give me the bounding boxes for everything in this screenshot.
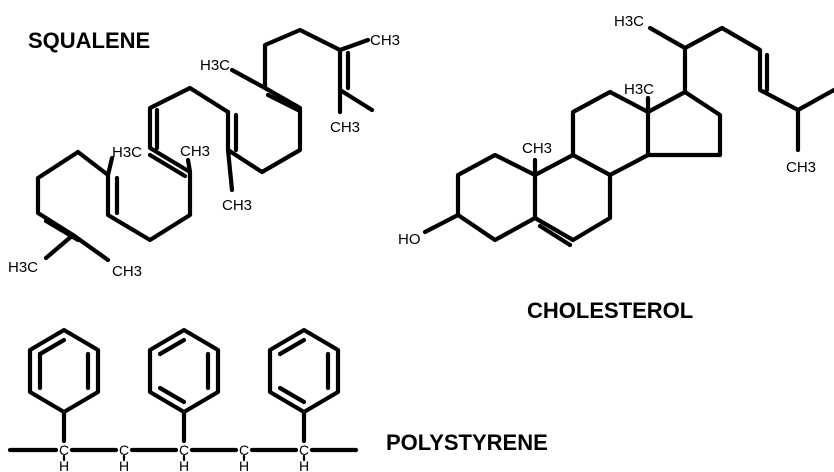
polystyrene-carbon-3: C	[179, 442, 189, 458]
polystyrene-hydrogen-4: H	[239, 458, 249, 472]
cholesterol-double-bond	[537, 223, 573, 248]
cholesterol-side-chain	[682, 25, 801, 113]
cholesterol-methyl-3: H3C	[614, 13, 644, 30]
squalene-bond-methyl-1	[43, 232, 76, 261]
squalene-bond-methyl-3	[105, 155, 115, 178]
cholesterol-side-terminal	[795, 87, 834, 113]
polystyrene-structure: C C C C C H H H H H	[7, 327, 548, 472]
squalene-methyl-4: CH3	[180, 143, 210, 160]
polystyrene-carbon-2: C	[119, 442, 129, 458]
cholesterol-title: CHOLESTEROL	[527, 298, 693, 323]
squalene-methyl-5: CH3	[222, 197, 252, 214]
cholesterol-methyl-2: H3C	[624, 81, 654, 98]
phenyl-ring-2	[147, 327, 221, 444]
cholesterol-ring-d	[645, 89, 723, 158]
squalene-double-1	[43, 218, 81, 243]
cholesterol-methyl-4: CH3	[786, 159, 816, 176]
squalene-methyl-3: H3C	[112, 144, 142, 161]
polystyrene-hydrogen-3: H	[179, 458, 189, 472]
cholesterol-methyl-1: CH3	[522, 140, 552, 157]
cholesterol-oh-bond	[422, 212, 461, 235]
squalene-double-6	[265, 92, 301, 113]
cholesterol-structure: HO CH3 H3C H3C CH3 CHOLESTEROL	[398, 13, 834, 323]
polystyrene-carbon-1: C	[59, 442, 69, 458]
squalene-methyl-7: CH3	[370, 32, 400, 49]
polystyrene-carbon-4: C	[239, 442, 249, 458]
cholesterol-hydroxyl: HO	[398, 231, 421, 248]
cholesterol-ring-b	[532, 152, 613, 243]
polystyrene-title: POLYSTYRENE	[386, 430, 548, 455]
squalene-bond-methyl-4	[185, 157, 193, 175]
cholesterol-ring-c	[570, 89, 651, 178]
polystyrene-carbon-5: C	[299, 442, 309, 458]
squalene-methyl-6: H3C	[200, 57, 230, 74]
phenyl-ring-3	[267, 327, 341, 444]
squalene-double-3	[147, 152, 188, 179]
squalene-methyl-8: CH3	[330, 119, 360, 136]
squalene-title: SQUALENE	[28, 28, 150, 53]
cholesterol-ring-a	[455, 152, 538, 243]
polystyrene-hydrogen-5: H	[299, 458, 309, 472]
squalene-bonds-b	[75, 85, 231, 243]
cholesterol-methyl-bond-3	[647, 25, 688, 51]
squalene-bond-methyl-5	[225, 147, 235, 193]
squalene-methyl-2: CH3	[112, 263, 142, 280]
polystyrene-hydrogen-1: H	[59, 458, 69, 472]
squalene-bond-methyl-6	[229, 67, 268, 91]
polystyrene-hydrogen-2: H	[119, 458, 129, 472]
squalene-bonds-a	[35, 149, 111, 263]
squalene-structure: SQUALENE H3C CH3 H3C CH3 CH3 H3C CH3 CH3	[8, 27, 400, 280]
phenyl-ring-1	[27, 327, 101, 444]
squalene-bonds-c	[225, 27, 375, 175]
squalene-bond-methyl-7	[337, 37, 371, 53]
squalene-methyl-1: H3C	[8, 259, 38, 276]
